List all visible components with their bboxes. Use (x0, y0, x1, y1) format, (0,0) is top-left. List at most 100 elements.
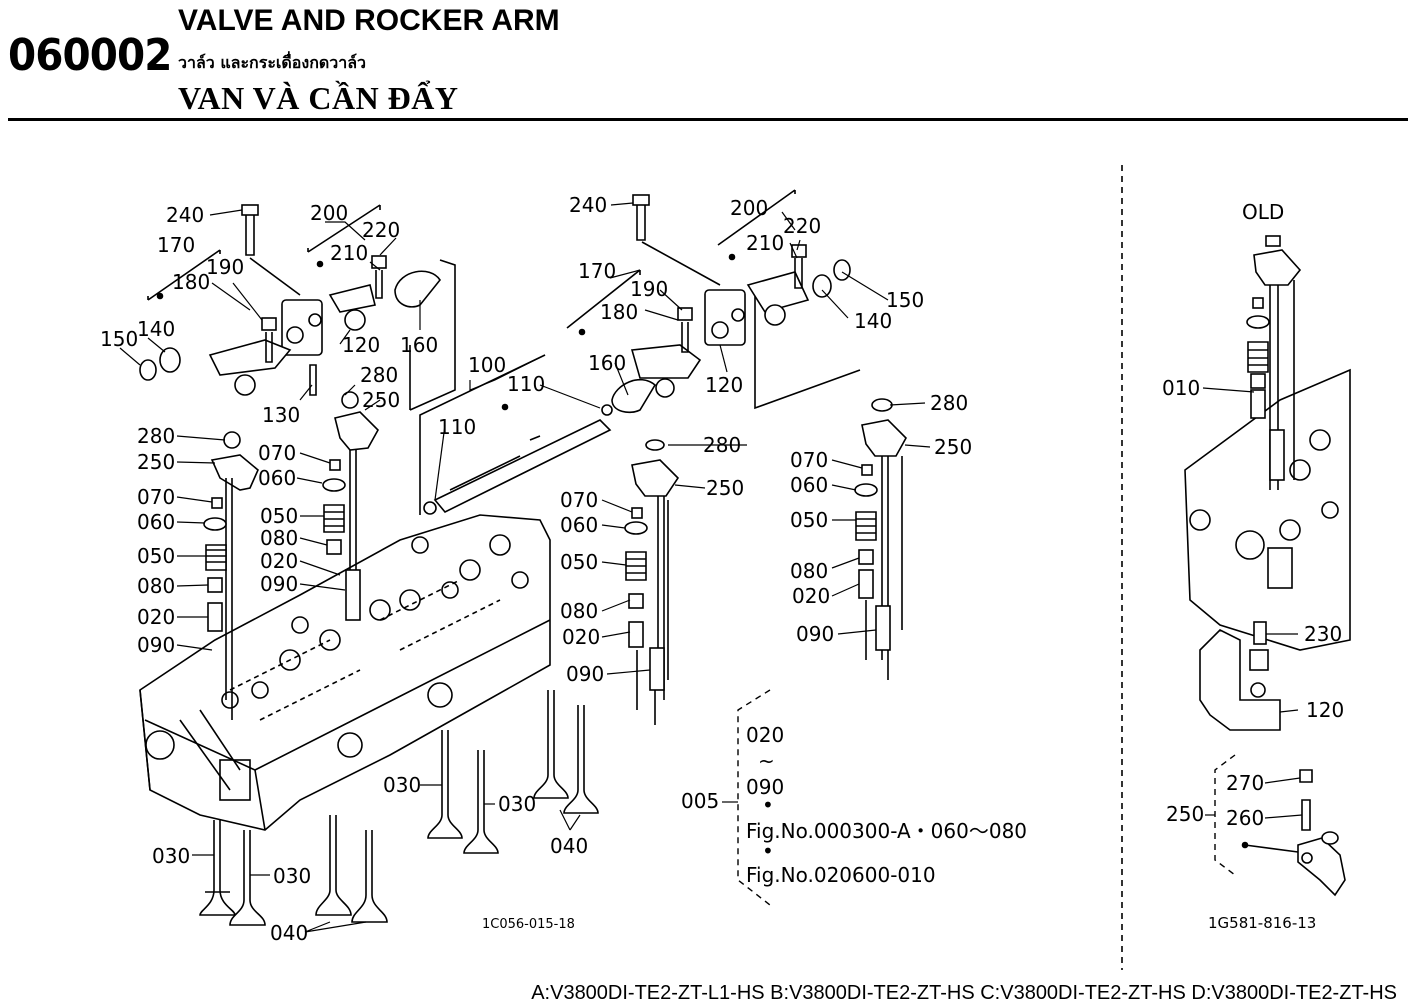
label-280d: 280 (930, 391, 968, 415)
label-060d: 060 (790, 473, 828, 497)
label-020c: 020 (562, 625, 600, 649)
label-020a: 020 (137, 605, 175, 629)
fig-ref-2: Fig.No.020600-010 (746, 863, 936, 887)
label-250b: 250 (137, 450, 175, 474)
leader-lines (119, 202, 1303, 933)
label-080d: 080 (790, 559, 828, 583)
label-040a: 040 (270, 921, 308, 945)
label-210a: 210 (330, 241, 368, 265)
label-060a: 060 (137, 510, 175, 534)
label-200a: 200 (310, 201, 348, 225)
fig-ref-1: Fig.No.000300-A・060～080 (746, 819, 1027, 843)
label-260: 260 (1226, 806, 1264, 830)
label-100: 100 (468, 353, 506, 377)
label-170b: 170 (578, 259, 616, 283)
label-060c: 060 (560, 513, 598, 537)
label-080a: 080 (137, 574, 175, 598)
label-120c: 120 (1306, 698, 1344, 722)
label-050a: 050 (137, 544, 175, 568)
label-tilde: ~ (758, 749, 775, 773)
right-rocker-group (566, 189, 861, 414)
label-240b: 240 (569, 193, 607, 217)
label-110b: 110 (438, 415, 476, 439)
label-280a: 280 (360, 363, 398, 387)
label-070b: 070 (258, 441, 296, 465)
label-060b: 060 (258, 466, 296, 490)
header-rule (8, 118, 1408, 121)
valve-assembly-b (322, 391, 379, 621)
title-english: VALVE AND ROCKER ARM (178, 4, 560, 37)
label-030c: 030 (383, 773, 421, 797)
valve-assembly-c (624, 439, 680, 725)
label-220a: 220 (362, 218, 400, 242)
label-250a: 250 (362, 388, 400, 412)
label-070a: 070 (137, 485, 175, 509)
label-030a: 030 (152, 844, 190, 868)
labels: 240 170 200 220 210 180 190 150 140 120 … (100, 193, 1344, 945)
label-170a: 170 (157, 233, 195, 257)
valve-assembly-a (203, 431, 259, 720)
rocker-shaft (419, 354, 613, 515)
bracket-250-old (1214, 754, 1236, 876)
diagram-ref-old: 1G581-816-13 (1208, 914, 1316, 932)
label-220b: 220 (783, 214, 821, 238)
page-code: 060002 (8, 30, 172, 81)
label-180b: 180 (600, 300, 638, 324)
label-250d: 250 (934, 435, 972, 459)
label-180a: 180 (172, 270, 210, 294)
label-110a: 110 (507, 372, 545, 396)
label-030b: 030 (273, 864, 311, 888)
title-vietnamese: VAN VÀ CẦN ĐẨY (178, 80, 459, 116)
label-020b: 020 (260, 549, 298, 573)
valves (199, 690, 599, 926)
label-150a: 150 (100, 327, 138, 351)
label-230: 230 (1304, 622, 1342, 646)
label-090a: 090 (137, 633, 175, 657)
label-090e: 090 (746, 775, 784, 799)
label-070c: 070 (560, 488, 598, 512)
label-140a: 140 (137, 317, 175, 341)
old-section (1184, 235, 1351, 897)
label-080c: 080 (560, 599, 598, 623)
label-280b: 280 (137, 424, 175, 448)
label-080b: 080 (260, 526, 298, 550)
label-120b: 120 (705, 373, 743, 397)
label-200b: 200 (730, 196, 768, 220)
left-rocker-group (139, 204, 456, 411)
label-250c: 250 (706, 476, 744, 500)
cylinder-head (139, 514, 551, 831)
label-090d: 090 (796, 622, 834, 646)
label-050c: 050 (560, 550, 598, 574)
bullet-1: • (762, 793, 774, 817)
label-210b: 210 (746, 231, 784, 255)
label-090c: 090 (566, 662, 604, 686)
label-190b: 190 (630, 277, 668, 301)
model-list: A:V3800DI-TE2-ZT-L1-HS B:V3800DI-TE2-ZT-… (531, 982, 1397, 1004)
label-160b: 160 (588, 351, 626, 375)
label-old: OLD (1242, 200, 1284, 224)
title-thai: วาล์ว และกระเดื่องกดวาล์ว (178, 53, 367, 72)
label-040b: 040 (550, 834, 588, 858)
diagram-ref-main: 1C056-015-18 (482, 917, 575, 932)
label-270: 270 (1226, 771, 1264, 795)
label-070d: 070 (790, 448, 828, 472)
label-190a: 190 (206, 255, 244, 279)
label-150b: 150 (886, 288, 924, 312)
label-020d: 020 (792, 584, 830, 608)
bullet-2: • (762, 839, 774, 863)
label-130: 130 (262, 403, 300, 427)
label-250e: 250 (1166, 802, 1204, 826)
label-050b: 050 (260, 504, 298, 528)
bracket-005 (737, 689, 771, 906)
label-280c: 280 (703, 433, 741, 457)
label-140b: 140 (854, 309, 892, 333)
label-090b: 090 (260, 572, 298, 596)
label-005: 005 (681, 789, 719, 813)
label-240a: 240 (166, 203, 204, 227)
label-120a: 120 (342, 333, 380, 357)
label-160a: 160 (400, 333, 438, 357)
label-010: 010 (1162, 376, 1200, 400)
valve-assembly-d (854, 398, 907, 680)
label-050d: 050 (790, 508, 828, 532)
